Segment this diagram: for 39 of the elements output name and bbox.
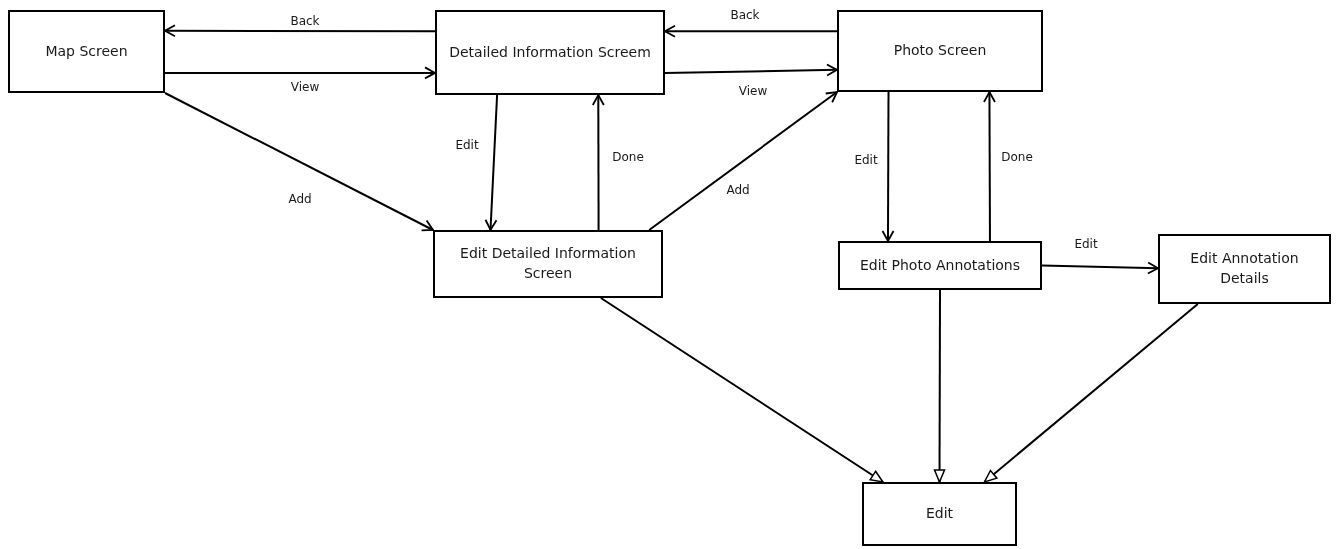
arrow (164, 66, 436, 80)
screen-box (435, 10, 665, 95)
arrow (484, 94, 499, 231)
edge-label: Done (610, 151, 646, 163)
edge-label: Edit (852, 154, 880, 166)
arrow (983, 91, 996, 242)
arrow (664, 63, 838, 77)
arrow (164, 92, 434, 232)
screen-box (1158, 234, 1331, 304)
screen-name: Detailed Information Screem (449, 42, 651, 62)
screen-name: Edit Photo Annotations (860, 255, 1020, 275)
screen-name: Edit Annotation Details (1189, 249, 1300, 288)
edge-label: Add (286, 193, 314, 205)
arrow (881, 91, 895, 242)
screen-name: Edit Detailed Information Screen (459, 244, 637, 283)
edge-label: Edit (453, 139, 481, 151)
screen-box (433, 230, 663, 298)
screen-box (8, 10, 165, 93)
screen-box (837, 10, 1043, 92)
arrow (648, 91, 838, 231)
arrow (933, 289, 946, 483)
screen-name: Map Screen (45, 41, 128, 61)
edge-label: View (288, 81, 322, 93)
screen-name: Edit (925, 504, 954, 524)
edge-label: View (736, 85, 770, 97)
edge-label: Add (724, 184, 752, 196)
arrow (983, 303, 1199, 483)
arrow (591, 94, 605, 231)
edge-label: Done (999, 151, 1035, 163)
edge-label: Edit (1072, 238, 1100, 250)
screen-box (838, 241, 1042, 290)
screen-name: Photo Screen (893, 41, 987, 61)
arrow (164, 24, 436, 38)
edge-label: Back (288, 15, 322, 27)
arrow (599, 297, 884, 483)
screen-box (862, 482, 1017, 546)
edge-label: Back (728, 9, 762, 21)
arrow (1041, 261, 1159, 275)
arrow (664, 24, 838, 38)
